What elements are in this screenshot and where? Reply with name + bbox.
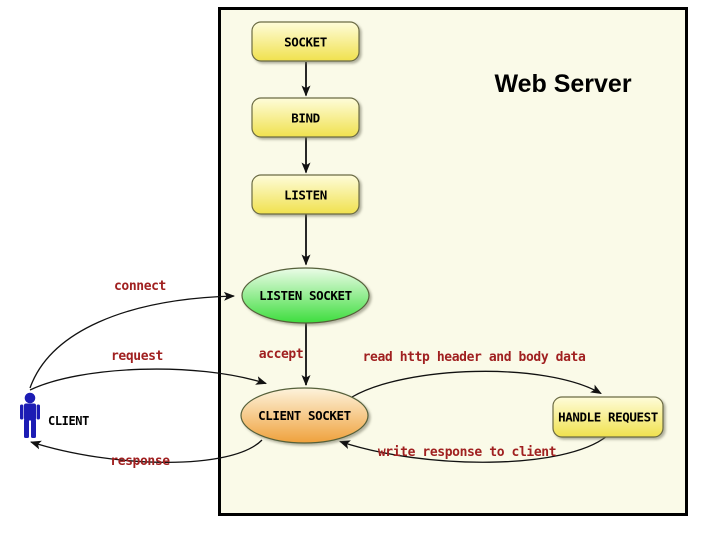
client-right-arm xyxy=(36,404,40,420)
client-person-icon xyxy=(20,392,40,438)
bind-box xyxy=(251,97,360,138)
node-listen: LISTEN xyxy=(251,174,360,215)
node-handle-request: HANDLE REQUEST xyxy=(552,396,664,438)
arrow-request xyxy=(29,368,267,391)
handle-request-box xyxy=(552,396,664,438)
edge-label-request: request xyxy=(111,349,163,364)
client-left-leg xyxy=(24,419,29,438)
client-left-arm xyxy=(20,404,24,420)
client-socket-label: CLIENT SOCKET xyxy=(258,408,351,423)
client-head xyxy=(24,392,36,404)
handle-request-label: HANDLE REQUEST xyxy=(558,410,658,425)
bind-label: BIND xyxy=(291,111,320,126)
edge-label-connect: connect xyxy=(114,279,166,294)
node-socket: SOCKET xyxy=(251,21,360,62)
listen-label: LISTEN xyxy=(284,188,327,203)
edge-label-accept: accept xyxy=(259,347,304,362)
arrow-response xyxy=(30,439,263,464)
edge-label-response: response xyxy=(110,454,170,469)
listen-socket-ellipse xyxy=(241,267,370,324)
node-client-socket: CLIENT SOCKET xyxy=(240,387,369,444)
socket-box xyxy=(251,21,360,62)
edge-label-read-http: read http header and body data xyxy=(363,350,586,365)
listen-socket-label: LISTEN SOCKET xyxy=(259,288,352,303)
node-listen-socket: LISTEN SOCKET xyxy=(241,267,370,324)
arrow-read-http xyxy=(351,370,602,398)
client-torso xyxy=(24,403,36,421)
client-label: CLIENT xyxy=(48,414,89,428)
node-bind: BIND xyxy=(251,97,360,138)
listen-box xyxy=(251,174,360,215)
arrow-write-response xyxy=(339,435,608,463)
socket-label: SOCKET xyxy=(284,35,327,50)
arrow-connect xyxy=(29,291,235,389)
client-right-leg xyxy=(31,419,36,438)
client-socket-ellipse xyxy=(240,387,369,444)
web-server-title: Web Server xyxy=(494,70,631,98)
edge-label-write-response: write response to client xyxy=(378,445,556,460)
